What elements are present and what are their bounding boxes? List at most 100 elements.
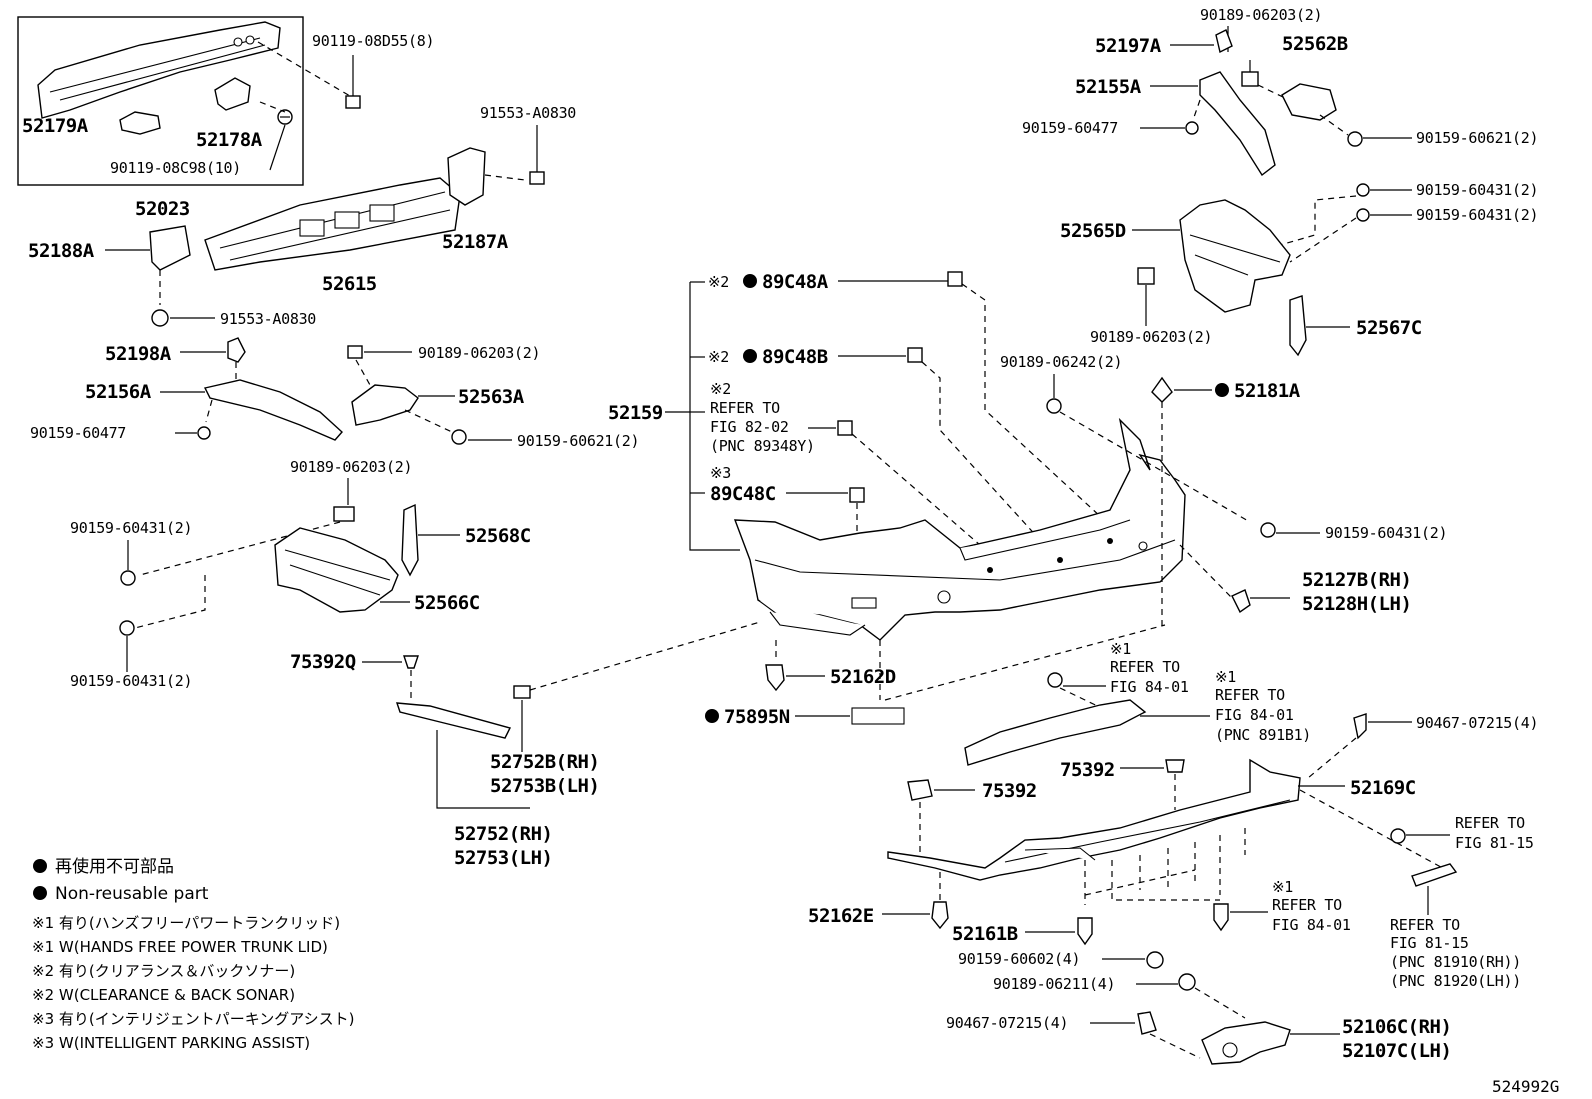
clip-icon (227, 337, 246, 363)
part-label: 90159-60431(2) (70, 519, 192, 537)
part-label: 90189-06203(2) (1200, 6, 1322, 24)
legend-jp-nonreusable: 再使用不可部品 (55, 856, 174, 877)
part-label: 90467-07215(4) (946, 1014, 1068, 1032)
part-label: 52197A (1095, 35, 1162, 57)
retainer-52156A[interactable] (203, 379, 343, 441)
ref-text: (PNC 81910(RH)) (1390, 953, 1521, 971)
clip-icon (1047, 672, 1063, 688)
nut-clip-icon (347, 345, 363, 359)
part-label: 52188A (28, 240, 95, 262)
part-label: 52753(LH) (454, 847, 552, 869)
lower-cover-52169C[interactable] (887, 758, 1301, 881)
bumper-reinforcement-beam[interactable] (37, 21, 281, 119)
part-label: 90189-06242(2) (1000, 353, 1122, 371)
nut-icon (1178, 973, 1196, 991)
part-label: 52162E (808, 905, 874, 927)
garnish-52567C[interactable] (1289, 295, 1307, 357)
part-label: 90159-60621(2) (1416, 129, 1538, 147)
clip-icon (1213, 903, 1229, 932)
part-label: 52023 (135, 198, 190, 220)
part-label: 91553-A0830 (220, 310, 316, 328)
screw-icon (451, 429, 467, 445)
note-mark: ※1 (1272, 878, 1293, 896)
bracket-52179A[interactable] (119, 111, 161, 135)
part-label: 52752(RH) (454, 823, 552, 845)
nut-icon (1046, 398, 1062, 414)
sensor-bracket-fig-84-01[interactable] (964, 699, 1147, 766)
part-label: 90467-07215(4) (1416, 714, 1538, 732)
part-label: 52567C (1356, 317, 1422, 339)
sensor-retainer-icon (849, 487, 865, 503)
part-label: 52159 (608, 402, 663, 424)
ref-text: FIG 84-01 (1272, 916, 1351, 934)
energy-absorber-52615[interactable] (204, 177, 461, 271)
part-label: 90159-60477 (30, 424, 126, 442)
bracket-52562B[interactable] (1281, 83, 1337, 121)
garnish-52568C[interactable] (401, 503, 419, 577)
reflector-garnish-52752[interactable] (395, 702, 512, 739)
part-label: 75392 (1060, 759, 1115, 781)
clip-icon (907, 779, 933, 801)
ref-text: REFER TO (1455, 814, 1525, 832)
part-label: 52566C (414, 592, 480, 614)
ref-text: FIG 84-01 (1110, 678, 1189, 696)
ref-text: REFER TO (1215, 686, 1285, 704)
part-label: 75895N (724, 706, 790, 728)
legend-note: ※1 有り(ハンズフリーパワートランクリッド) (32, 914, 340, 932)
part-label: 90189-06203(2) (418, 344, 540, 362)
reflector-fig-81-15[interactable] (1411, 863, 1458, 887)
ref-text: FIG 84-01 (1215, 706, 1294, 724)
legend-note: ※2 W(CLEARANCE & BACK SONAR) (32, 986, 295, 1004)
part-label: 90159-60431(2) (70, 672, 192, 690)
legend-note: ※3 W(INTELLIGENT PARKING ASSIST) (32, 1034, 310, 1052)
note-mark: ※1 (1110, 640, 1131, 658)
part-label: 90159-60431(2) (1416, 181, 1538, 199)
note-mark: ※3 (710, 464, 731, 482)
ref-text: FIG 82-02 (710, 418, 789, 436)
bracket-52563A[interactable] (351, 384, 419, 426)
bolt-icon (345, 80, 361, 109)
legend-note: ※2 有り(クリアランス＆バックソナー) (32, 962, 295, 980)
retainer-52155A[interactable] (1199, 71, 1276, 177)
legend-note: ※3 有り(インテリジェントパーキングアシスト) (32, 1010, 355, 1028)
reflector-52106C[interactable] (1201, 1021, 1291, 1065)
part-label: 52155A (1075, 76, 1142, 98)
legend-en-nonreusable: Non-reusable part (55, 884, 209, 904)
part-label: 52162D (830, 666, 896, 688)
part-label: 89C48A (762, 271, 829, 293)
non-reusable-dot (705, 709, 719, 723)
bolt-icon (151, 309, 169, 327)
ref-text: REFER TO (1272, 896, 1342, 914)
bumper-cover-52159[interactable] (733, 417, 1186, 641)
part-label: 52181A (1234, 380, 1301, 402)
part-label: 52169C (1350, 777, 1416, 799)
part-label: 52161B (952, 923, 1018, 945)
part-label: 52615 (322, 273, 377, 295)
bracket-52565D[interactable] (1179, 199, 1291, 313)
screw-icon (1347, 131, 1363, 147)
bracket-52178A[interactable] (214, 77, 251, 111)
sensor-retainer-icon (907, 347, 923, 363)
part-label: 52568C (465, 525, 531, 547)
nut-clip-icon (333, 506, 355, 522)
part-label: 52156A (85, 381, 152, 403)
seal-75895N[interactable] (851, 707, 905, 725)
reinforcement-subassembly-box (17, 16, 304, 186)
part-label: 52562B (1282, 33, 1348, 55)
bracket-52566C[interactable] (274, 527, 399, 613)
clip-icon (931, 901, 949, 930)
bracket-52188A[interactable] (149, 225, 191, 271)
screw-icon (1260, 522, 1276, 538)
non-reusable-dot (1215, 383, 1229, 397)
ref-text: REFER TO (710, 399, 780, 417)
part-label: 52187A (442, 231, 509, 253)
part-label: 90159-60477 (1022, 119, 1118, 137)
legend-note: ※1 W(HANDS FREE POWER TRUNK LID) (32, 938, 328, 956)
part-label: 90119-08D55(8) (312, 32, 434, 50)
non-reusable-dot (33, 886, 47, 900)
bolt-icon (529, 171, 545, 185)
towing-eye-cover-52127B[interactable] (1231, 589, 1251, 614)
part-label: 90119-08C98(10) (110, 159, 241, 177)
bracket-52187A[interactable] (447, 147, 486, 206)
